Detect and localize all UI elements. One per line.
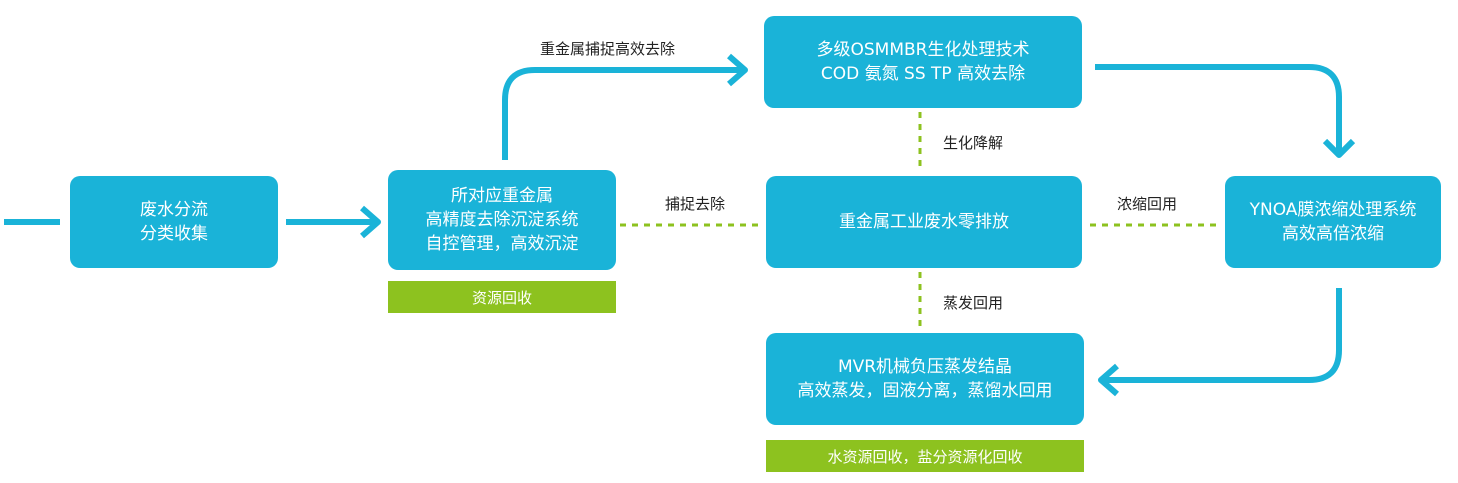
label-concentrate-reuse: 浓缩回用 (1117, 195, 1178, 213)
node-heavy-metal-line-1: 所对应重金属 (451, 186, 553, 206)
node-mvr: MVR机械负压蒸发结晶 高效蒸发，固液分离，蒸馏水回用 (766, 333, 1084, 425)
node-heavy-metal-line-2: 高精度去除沉淀系统 (425, 210, 579, 230)
node-mvr-line-1: MVR机械负压蒸发结晶 (837, 357, 1013, 377)
arrow-heavy-metal-to-mbr (502, 67, 745, 160)
node-collect: 废水分流 分类收集 (70, 176, 278, 268)
node-ynoa-line-1: YNOA膜浓缩处理系统 (1249, 200, 1417, 220)
node-heavy-metal-line-3: 自控管理，高效沉淀 (425, 234, 579, 254)
node-ynoa: YNOA膜浓缩处理系统 高效高倍浓缩 (1225, 176, 1441, 268)
label-capture-remove: 捕捉去除 (665, 195, 726, 213)
node-mbr: 多级OSMMBR生化处理技术 COD 氨氮 SS TP 高效去除 (764, 16, 1082, 108)
node-center-line-1: 重金属工业废水零排放 (839, 212, 1009, 232)
label-capture-efficient: 重金属捕捉高效去除 (540, 40, 676, 58)
node-center: 重金属工业废水零排放 (766, 176, 1082, 268)
node-ynoa-line-2: 高效高倍浓缩 (1282, 224, 1384, 244)
node-heavy-metal: 所对应重金属 高精度去除沉淀系统 自控管理，高效沉淀 (388, 170, 616, 270)
arrow-mbr-to-ynoa (1095, 64, 1342, 155)
arrow-ynoa-to-mvr (1101, 288, 1342, 383)
label-evaporate-reuse: 蒸发回用 (943, 294, 1004, 312)
node-collect-line-1: 废水分流 (140, 200, 208, 220)
tag-water-salt: 水资源回收，盐分资源化回收 (766, 440, 1084, 472)
label-bio-degrade: 生化降解 (943, 134, 1004, 152)
node-mbr-line-2: COD 氨氮 SS TP 高效去除 (820, 64, 1026, 84)
node-mvr-line-2: 高效蒸发，固液分离，蒸馏水回用 (797, 381, 1053, 401)
node-collect-line-2: 分类收集 (140, 224, 208, 244)
node-mbr-line-1: 多级OSMMBR生化处理技术 (816, 40, 1030, 60)
tag-resource: 资源回收 (388, 281, 616, 313)
